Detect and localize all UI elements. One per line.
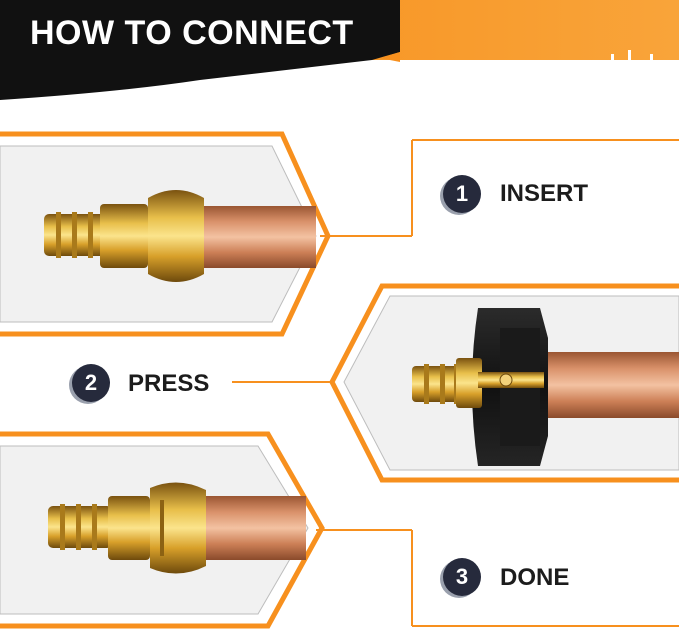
header-band [0,0,679,102]
step-2-badge: 2 [72,364,110,402]
step-1-badge: 1 [443,175,481,213]
step-3-badge: 3 [443,558,481,596]
insert-panel [0,131,331,337]
press-tool-photo [412,308,679,466]
done-panel [0,431,325,629]
step-1-label: INSERT [500,180,589,207]
page-title: HOW TO CONNECT [30,14,354,52]
done-fitting-photo [48,482,306,574]
step-3-label: DONE [500,564,570,591]
press-panel [232,283,679,483]
step-2-label: PRESS [128,370,210,397]
insert-fitting-photo [44,190,316,282]
